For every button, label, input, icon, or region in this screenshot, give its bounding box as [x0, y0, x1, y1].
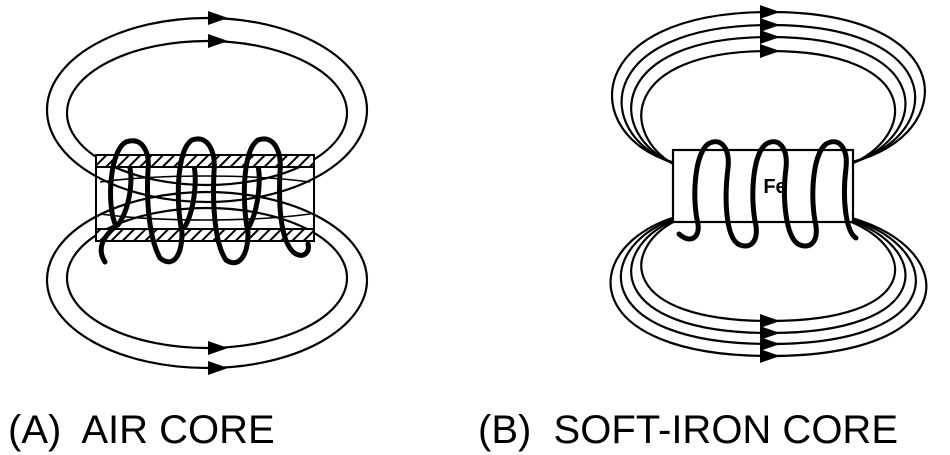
air-core-upper-arrows [208, 11, 228, 48]
arrow-right-icon [208, 34, 228, 48]
arrow-right-icon [760, 44, 780, 58]
coil-winding [750, 139, 819, 249]
arrow-right-icon [208, 11, 228, 25]
iron-core-lower-arrows [760, 314, 780, 363]
coil-winding [676, 139, 759, 249]
air-core-lower-inner-loop [65, 206, 349, 350]
arrow-right-icon [208, 341, 228, 355]
panel-a-caption: (A) AIR CORE [8, 408, 275, 452]
arrow-right-icon [760, 314, 780, 328]
arrow-right-icon [760, 30, 780, 44]
air-core-upper-inner-loop [65, 39, 349, 187]
air-core-inner-field-lines [99, 175, 311, 221]
coil-winding [223, 136, 311, 266]
iron-upper-loop-4 [640, 49, 897, 167]
air-core-upper-field-lines [45, 16, 369, 204]
coil-winding [157, 136, 229, 265]
arrow-right-icon [760, 18, 780, 32]
arrow-right-icon [760, 5, 780, 19]
iron-lower-loop-3 [630, 218, 907, 335]
iron-lower-loop-2 [619, 217, 917, 346]
arrow-right-icon [760, 349, 780, 363]
air-core-lower-arrows [208, 341, 228, 375]
coil-winding [810, 139, 859, 241]
panel-b-caption: (B) SOFT-IRON CORE [478, 408, 898, 452]
arrow-right-icon [208, 361, 228, 375]
air-core-lower-outer-loop [45, 190, 369, 370]
iron-core-coil [676, 139, 859, 249]
air-core-lower-field-lines [45, 190, 369, 370]
coil-winding [98, 138, 163, 265]
core-material-label: Fe [763, 176, 786, 198]
panel-soft-iron-core: Fe [609, 5, 928, 363]
air-core-coil [98, 136, 311, 266]
arrow-right-icon [760, 326, 780, 340]
iron-core-block [671, 148, 855, 224]
iron-core-upper-arrows [760, 5, 780, 58]
arrow-right-icon [760, 337, 780, 351]
panel-air-core [45, 11, 369, 375]
air-core-upper-outer-loop [45, 16, 369, 204]
